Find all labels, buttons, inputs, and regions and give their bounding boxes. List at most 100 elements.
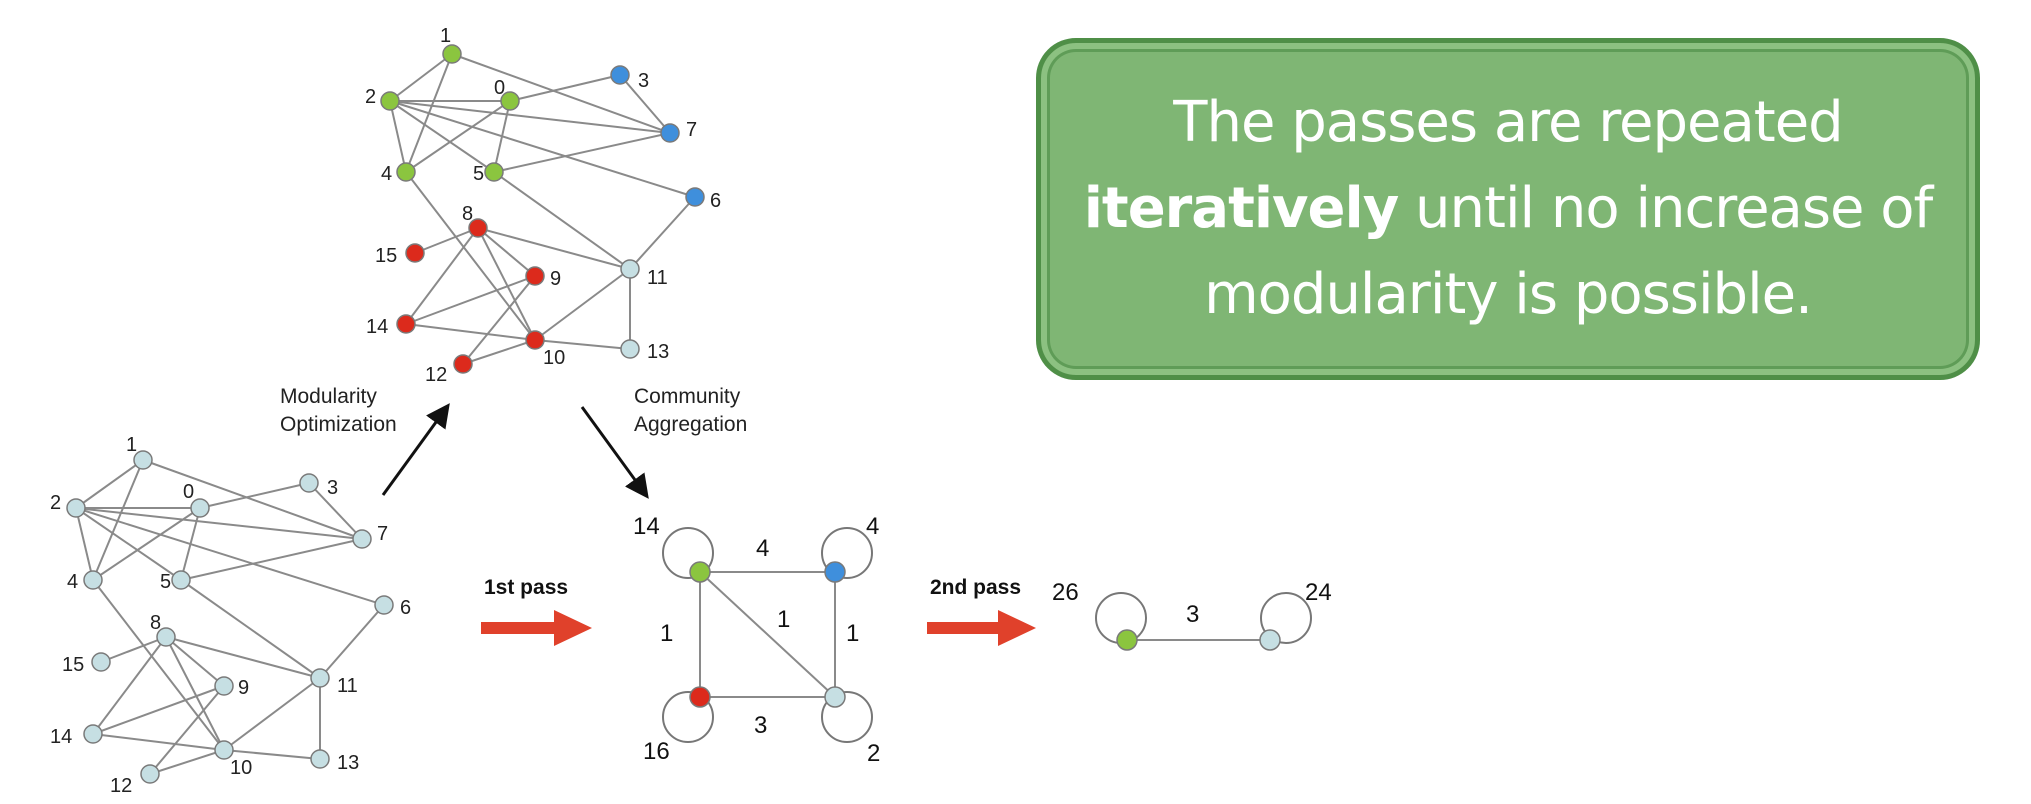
node-label-11: 11 [647,267,668,289]
network-edge [165,636,225,751]
self-loop-weight-label: 24 [1305,579,1332,606]
network-edge [405,227,479,325]
callout-emphasis: iteratively [1083,176,1399,241]
node-11 [620,259,640,279]
community-node-lightblue [824,686,846,708]
node-2 [380,91,400,111]
node-0 [500,91,520,111]
node-label-12: 12 [425,364,447,386]
node-6 [685,187,705,207]
edge-weight-label: 3 [1186,601,1199,628]
self-loop-weight-label: 16 [643,738,670,765]
network-edge [180,579,321,679]
node-label-1: 1 [440,25,451,47]
network-edge [389,100,671,134]
community-node-red [689,686,711,708]
node-label-5: 5 [473,163,484,185]
node-label-3: 3 [638,70,649,92]
self-loop-weight-label: 2 [867,740,880,767]
node-14 [83,724,103,744]
iteration-callout-box: The passes are repeated iteratively unti… [1036,38,1980,380]
node-label-15: 15 [62,654,84,676]
node-0 [190,498,210,518]
community-node-green [1116,629,1138,651]
self-loop [662,691,714,743]
node-7 [660,123,680,143]
network-edge [405,275,536,325]
node-label-14: 14 [50,726,72,748]
network-edge [100,636,167,663]
modularity-caption-line1: Modularity [280,385,377,408]
network-edge [199,482,310,509]
second-pass-label: 2nd pass [930,576,1021,599]
edge-weight-label: 1 [660,620,673,647]
network-edge [149,685,225,775]
network-edge [534,268,631,341]
node-8 [156,627,176,647]
node-1 [442,44,462,64]
network-edge [451,53,671,134]
network-edge [389,100,407,173]
second-pass-arrow [927,610,1036,646]
node-label-15: 15 [375,245,397,267]
node-label-9: 9 [238,677,249,699]
network-edge [75,459,144,509]
network-edge [142,459,363,540]
network-edge [165,636,225,687]
network-edge [629,196,696,270]
network-edge [509,74,621,102]
node-10 [214,740,234,760]
node-15 [405,243,425,263]
self-loop [821,527,873,579]
node-11 [310,668,330,688]
network-edge [223,749,321,760]
node-13 [620,339,640,359]
node-label-1: 1 [126,434,137,456]
edge-weight-label: 1 [846,620,859,647]
network-edge [389,100,696,198]
network-edge [462,339,536,365]
node-label-7: 7 [377,523,388,545]
edge-weight-label: 1 [777,606,790,633]
community-node-blue [824,561,846,583]
node-label-0: 0 [494,77,505,99]
node-label-4: 4 [381,163,392,185]
edge-weight-label: 4 [756,535,769,562]
network-edge [389,53,453,102]
node-9 [525,266,545,286]
node-3 [610,65,630,85]
network-edge [477,227,631,270]
network-edge [308,482,363,540]
modularity-caption-line2: Optimization [280,413,397,436]
aggregate-edge [699,571,836,698]
node-5 [484,162,504,182]
node-label-2: 2 [50,492,61,514]
network-edge [405,171,536,341]
network-edge [477,227,536,277]
self-loop-weight-label: 14 [633,513,660,540]
network-edge [462,275,536,365]
network-edge [165,636,321,679]
callout-text: The passes are repeated iteratively unti… [1078,80,1938,338]
network-edge [223,677,321,751]
community-aggregation-arrow [580,406,649,499]
self-loop [662,527,714,579]
node-label-14: 14 [366,316,388,338]
node-7 [352,529,372,549]
node-4 [83,570,103,590]
node-label-5: 5 [160,571,171,593]
network-edge [92,459,144,581]
network-edge [477,227,536,341]
network-edge [493,132,671,173]
node-label-3: 3 [327,477,338,499]
node-label-9: 9 [550,268,561,290]
network-edge [75,507,385,606]
callout-line2: until no increase of [1398,176,1933,241]
node-4 [396,162,416,182]
network-edge [493,171,631,270]
callout-line3: modularity is possible. [1204,262,1813,327]
network-edge [319,604,385,679]
network-edge [75,507,182,581]
